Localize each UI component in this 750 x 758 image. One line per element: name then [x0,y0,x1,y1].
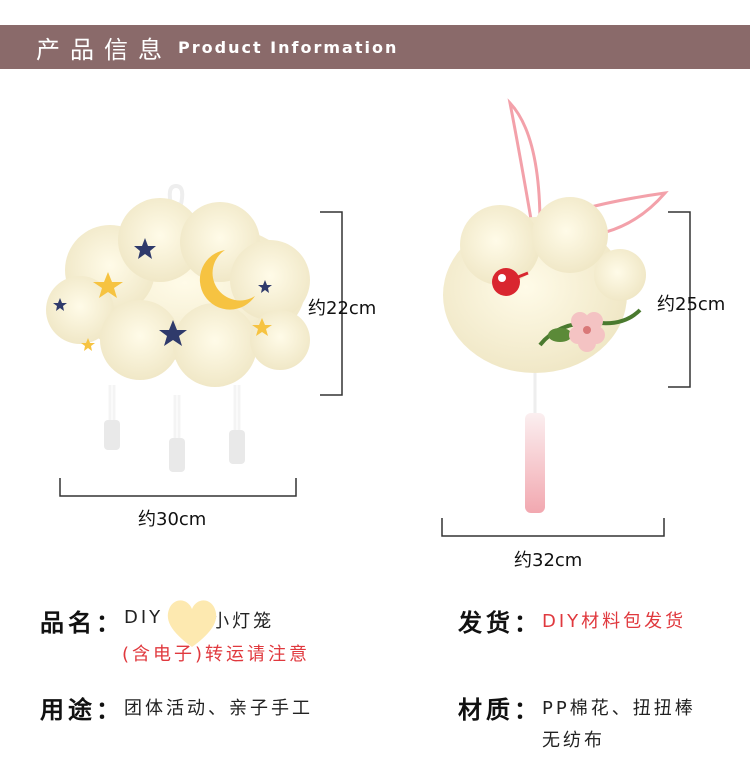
material-value-line2: 无纺布 [542,730,605,751]
left-width-label: 约30cm [138,509,207,530]
left-width-bracket [59,478,297,497]
usage-label: 用途： [40,696,124,724]
usage-value: 团体活动、亲子手工 [124,698,313,719]
cloud-lantern-image [46,183,310,472]
header-title-en: Product Information [178,37,399,57]
right-height-bracket [668,211,691,388]
shipping-row: 发货： DIY材料包发货 [458,603,686,638]
product-name-row: 品名： DIY 小灯笼 [40,603,274,638]
shipping-value: DIY材料包发货 [542,611,687,632]
heart-icon [167,600,217,647]
header-title-cn: 产品信息 [36,35,172,64]
material-value-line1: PP棉花、扭扭棒 [542,698,696,719]
material-label: 材质： [458,696,542,724]
product-name-note: (含电子)转运请注意 [122,644,311,665]
product-name-label: 品名： [40,609,124,637]
header-banner: 产品信息 Product Information [0,25,750,69]
right-height-label: 约25cm [657,294,726,315]
material-row: 材质： PP棉花、扭扭棒 [458,690,696,725]
product-name-prefix: DIY [124,607,164,628]
right-width-bracket [441,518,665,537]
left-height-bracket [320,211,343,396]
usage-row: 用途： 团体活动、亲子手工 [40,690,313,725]
rabbit-lantern-image [443,98,669,513]
left-height-label: 约22cm [308,298,377,319]
right-width-label: 约32cm [514,550,583,571]
shipping-label: 发货： [458,609,542,637]
product-name-suffix: 小灯笼 [211,611,275,632]
